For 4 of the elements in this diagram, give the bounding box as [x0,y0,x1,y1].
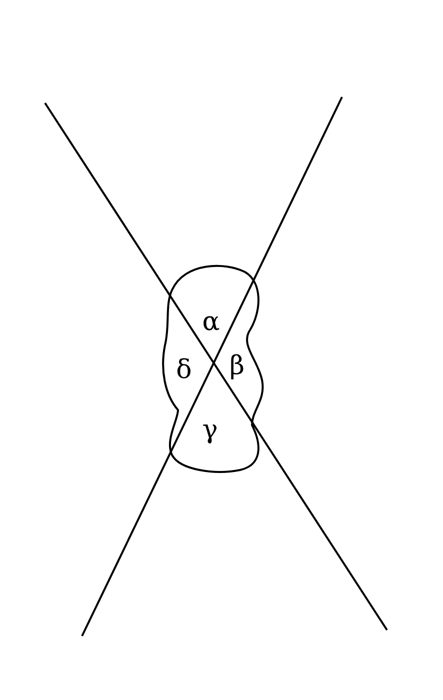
angle-label: δ [176,356,192,384]
angle-label: α [202,308,220,336]
angle-label: β [229,352,245,380]
angle-label: γ [202,416,218,444]
